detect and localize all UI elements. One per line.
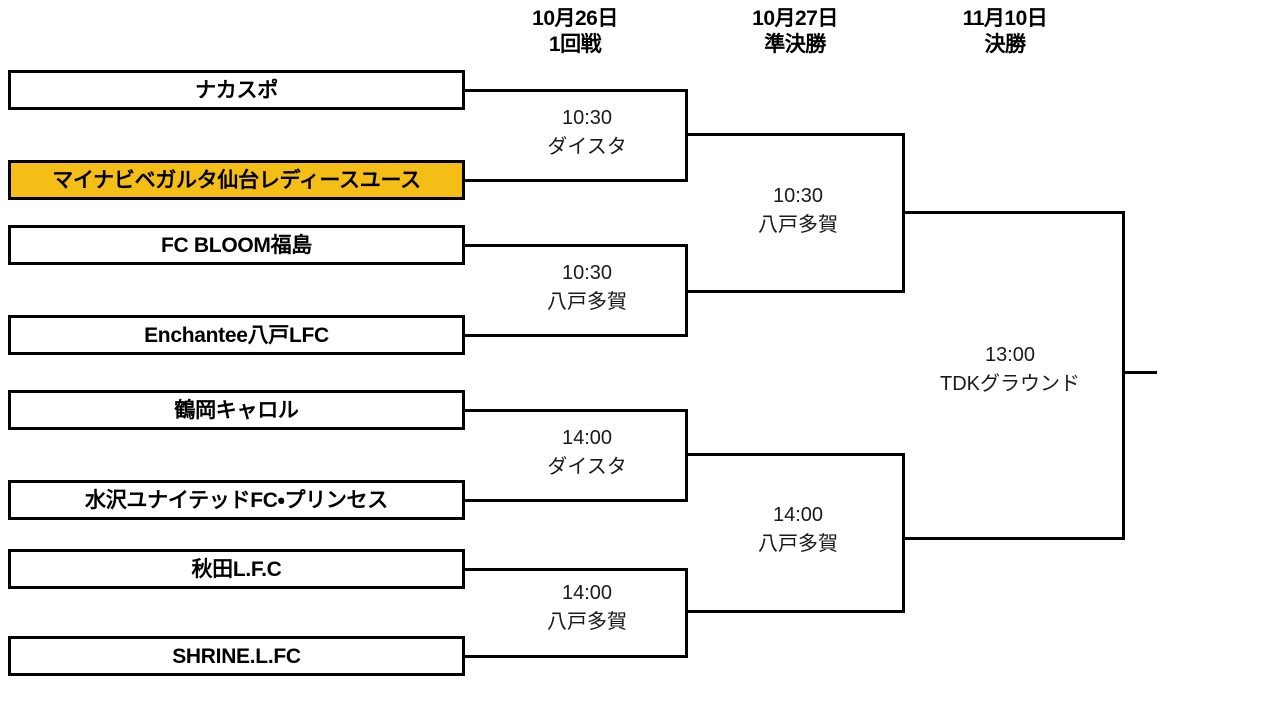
match-time: 14:00 — [561, 582, 613, 604]
bracket-line — [465, 409, 688, 412]
team-box[interactable]: FC BLOOM福島 — [8, 225, 465, 265]
match-venue: ダイスタ — [547, 136, 627, 158]
match-time: 10:30 — [561, 107, 613, 129]
match-label-semifinal: 14:00 八戸多賀 — [703, 501, 893, 559]
match-time: 10:30 — [561, 262, 613, 284]
bracket-line — [465, 655, 688, 658]
round-header-semifinal: 10月27日 準決勝 — [715, 6, 875, 58]
team-box[interactable]: ナカスポ — [8, 70, 465, 110]
match-time: 10:30 — [772, 185, 824, 207]
bracket-line — [902, 537, 1125, 540]
champion-line — [1122, 371, 1157, 374]
match-venue: 八戸多賀 — [547, 291, 627, 313]
round-header-date: 10月27日 — [752, 7, 838, 30]
round-header-date: 11月10日 — [962, 7, 1048, 30]
team-box[interactable]: SHRINE.L.FC — [8, 636, 465, 676]
match-venue: TDKグラウンド — [940, 373, 1080, 395]
match-time: 14:00 — [561, 427, 613, 449]
round-header-date: 10月26日 — [532, 7, 618, 30]
bracket-line — [685, 453, 905, 456]
team-box[interactable]: マイナビベガルタ仙台レディースユース — [8, 160, 465, 200]
match-label-final: 13:00 TDKグラウンド — [912, 341, 1108, 399]
bracket-line — [465, 89, 688, 92]
team-box[interactable]: 秋田L.F.C — [8, 549, 465, 589]
team-name: 水沢ユナイテッドFC・プリンセス — [85, 488, 388, 512]
round-header-name: 1回戦 — [548, 33, 602, 56]
bracket-line — [465, 568, 688, 571]
match-label-round1: 14:00 八戸多賀 — [492, 579, 682, 637]
bracket-line — [902, 211, 1125, 214]
round-header-name: 準決勝 — [764, 33, 826, 56]
bracket-line — [465, 334, 688, 337]
match-venue: 八戸多賀 — [758, 214, 838, 236]
match-venue: ダイスタ — [547, 456, 627, 478]
match-label-round1: 14:00 ダイスタ — [492, 424, 682, 482]
match-venue: 八戸多賀 — [758, 533, 838, 555]
team-name: マイナビベガルタ仙台レディースユース — [52, 168, 421, 192]
team-name: FC BLOOM福島 — [161, 233, 312, 257]
bracket-line — [902, 453, 905, 613]
round-header-final: 11月10日 決勝 — [925, 6, 1085, 58]
bracket-line — [465, 179, 688, 182]
team-name: Enchantee八戸LFC — [144, 323, 329, 347]
match-label-semifinal: 10:30 八戸多賀 — [703, 182, 893, 240]
match-time: 13:00 — [984, 344, 1036, 366]
team-name: 鶴岡キャロル — [174, 398, 299, 422]
team-box[interactable]: Enchantee八戸LFC — [8, 315, 465, 355]
bracket-line — [685, 290, 905, 293]
round-header-name: 決勝 — [984, 33, 1027, 56]
bracket-line — [685, 610, 905, 613]
bracket-line — [1122, 211, 1125, 540]
team-name: SHRINE.L.FC — [172, 644, 301, 668]
team-name: ナカスポ — [195, 78, 278, 102]
bracket-line — [465, 244, 688, 247]
bracket-line — [465, 499, 688, 502]
match-time: 14:00 — [772, 504, 824, 526]
match-label-round1: 10:30 ダイスタ — [492, 104, 682, 162]
match-venue: 八戸多賀 — [547, 611, 627, 633]
round-header-round1: 10月26日 1回戦 — [495, 6, 655, 58]
bracket-line — [685, 568, 688, 658]
team-box[interactable]: 水沢ユナイテッドFC・プリンセス — [8, 480, 465, 520]
match-label-round1: 10:30 八戸多賀 — [492, 259, 682, 317]
team-box[interactable]: 鶴岡キャロル — [8, 390, 465, 430]
team-name: 秋田L.F.C — [191, 557, 282, 581]
bracket-line — [685, 133, 905, 136]
